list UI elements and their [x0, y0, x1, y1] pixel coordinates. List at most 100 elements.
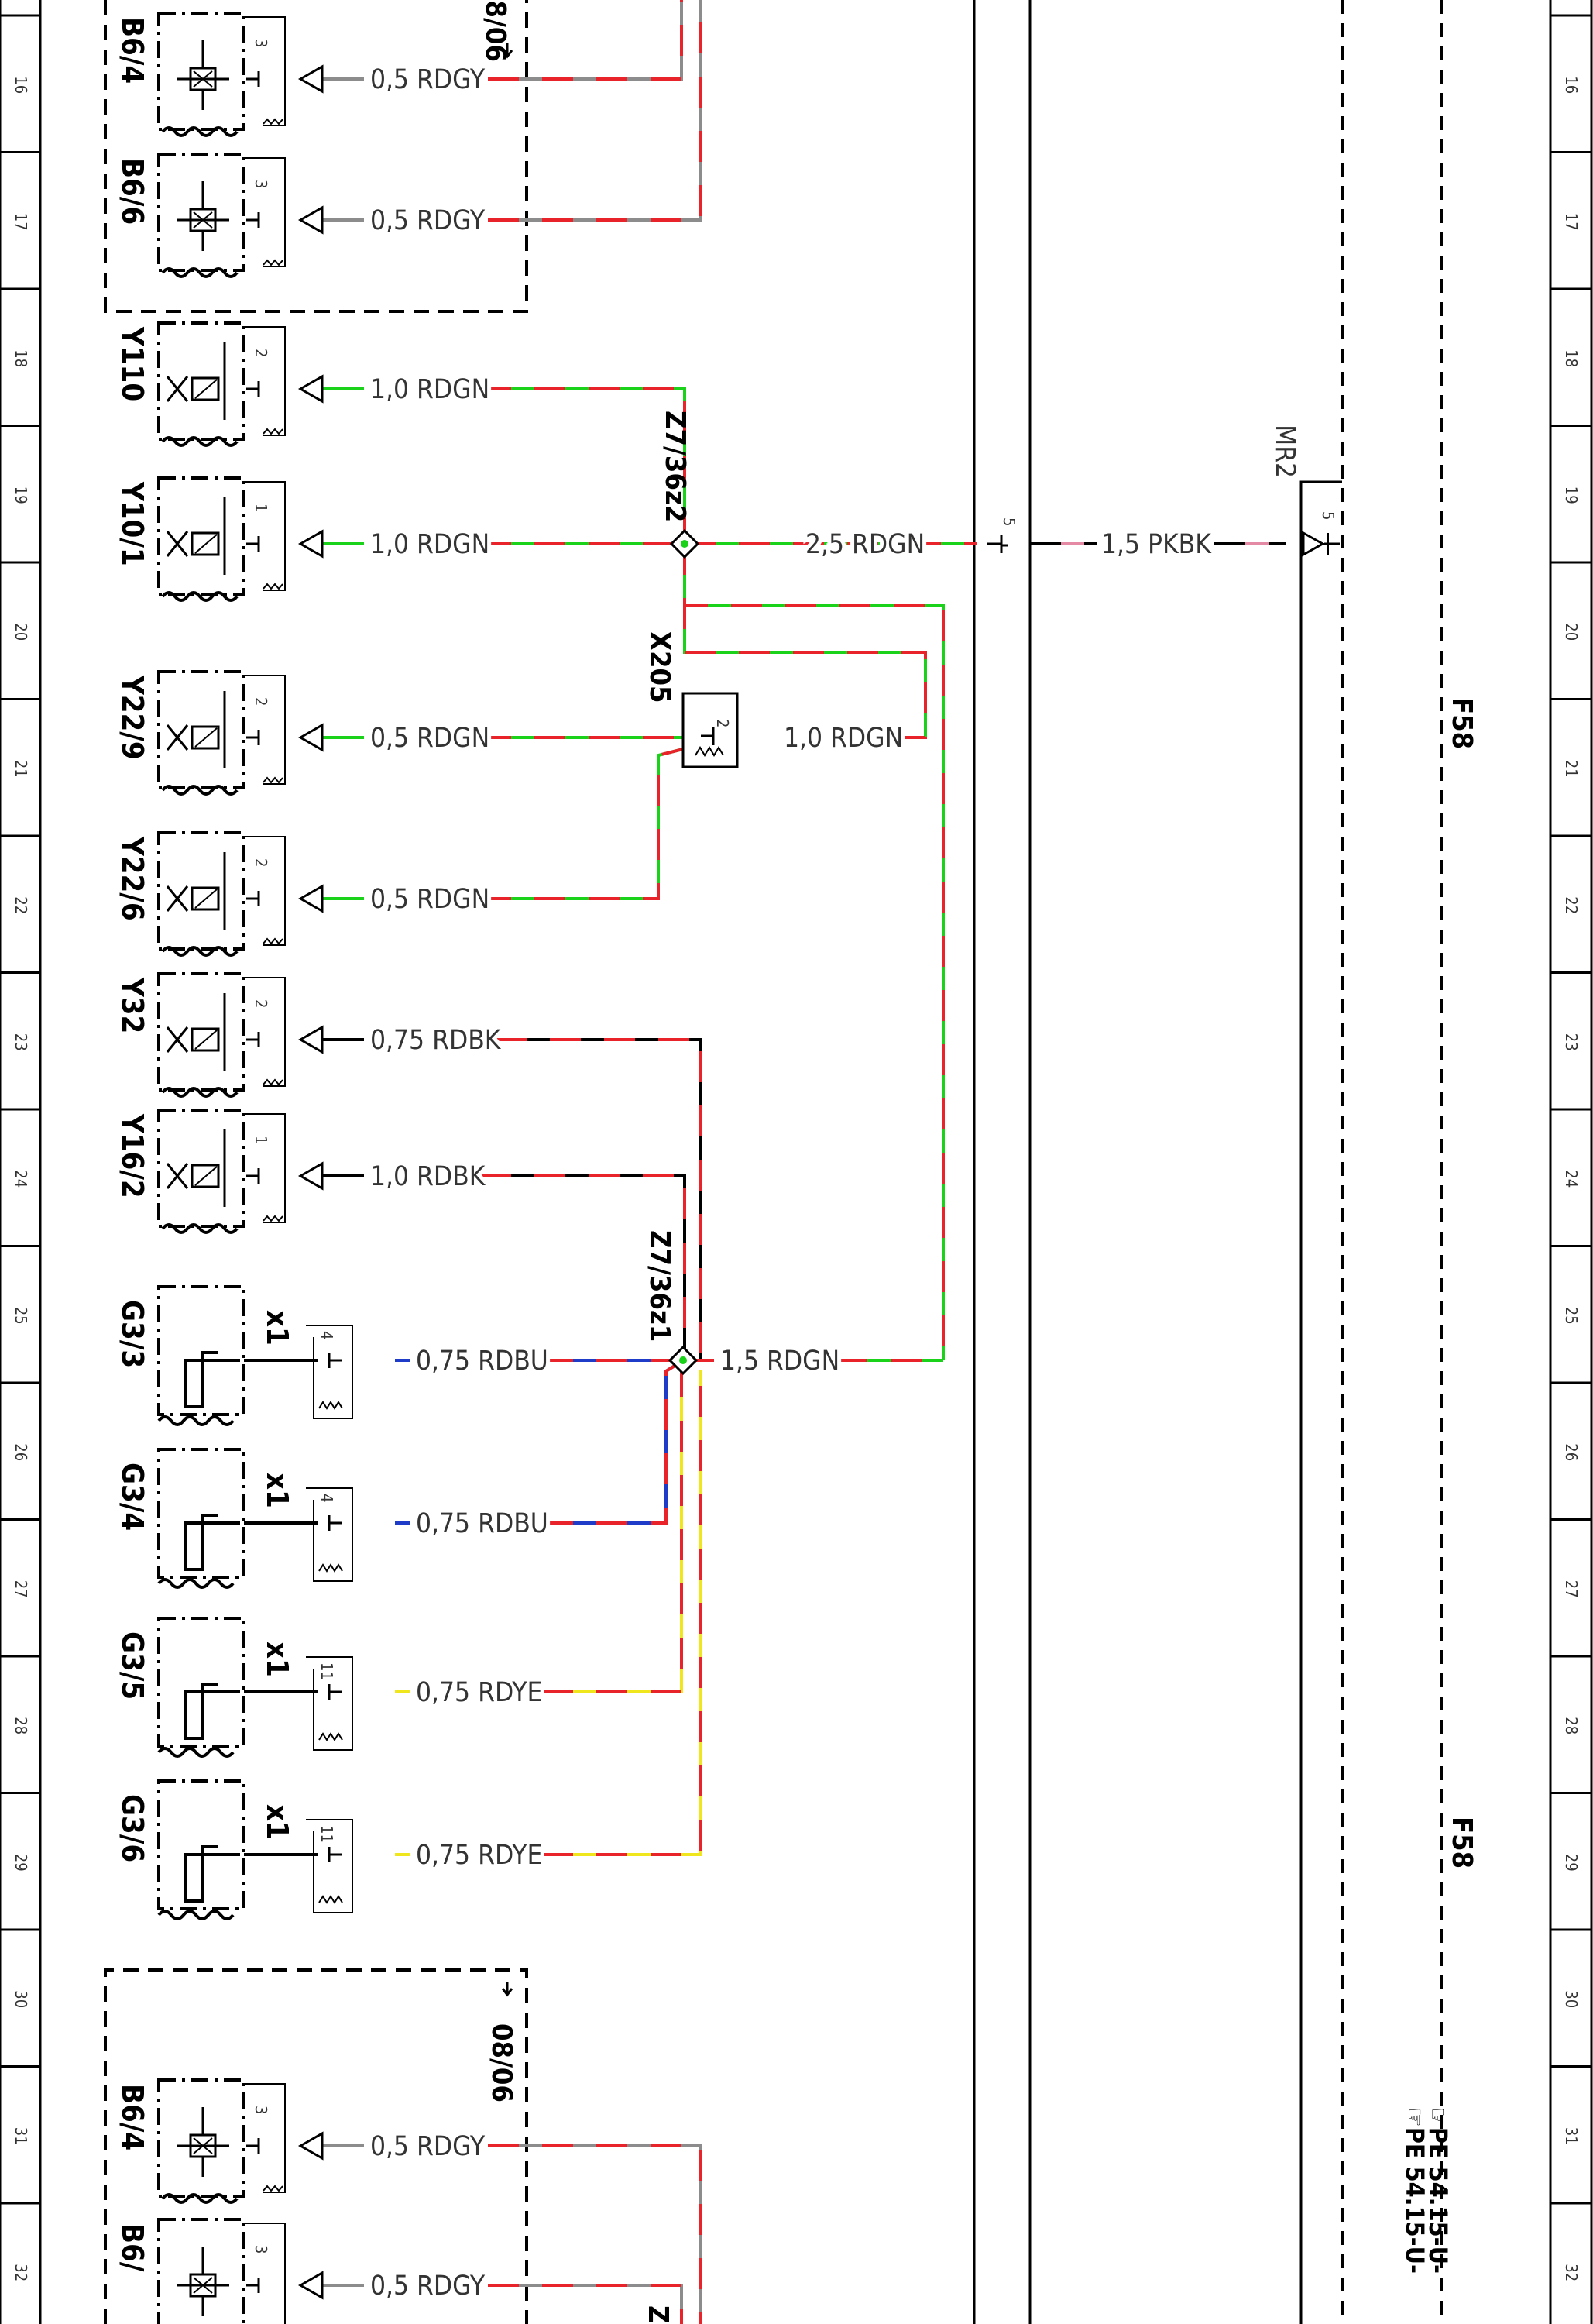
pin-number: 4	[318, 1331, 336, 1339]
pin-number: 2	[252, 999, 270, 1008]
rail-pin-5: 5	[1000, 517, 1018, 526]
pin-number: 4	[318, 1494, 336, 1502]
ref-top: 08/06	[479, 0, 511, 62]
component-label: Y10/1	[115, 481, 149, 566]
ruler-number-left: 25	[12, 1307, 30, 1325]
splice-z7-36z1	[668, 1345, 699, 1376]
x1-label: x1	[260, 1473, 294, 1508]
ruler-number-left: 26	[12, 1443, 30, 1461]
wire-g3-4	[542, 1362, 680, 1525]
ruler-number-right: 26	[1562, 1443, 1581, 1461]
x1-label: x1	[260, 1310, 294, 1346]
wire-y22-6	[480, 746, 690, 900]
ruler-number-right: 25	[1562, 1307, 1581, 1325]
f58-label-upper: F58	[1446, 697, 1478, 749]
wire-label-y16-2: 1,0 RDBK	[370, 1161, 486, 1192]
pin-number: 11	[318, 1825, 336, 1843]
mr2-label: MR2	[1269, 425, 1300, 478]
wire-y16-2	[480, 1174, 686, 1360]
mr2-connector: 5 MR2	[1269, 425, 1340, 557]
wire-label-y110: 1,0 RDGN	[370, 374, 489, 405]
wire-b6-4-bottom	[488, 2144, 702, 2324]
wire-label-g3-3: 0,75 RDBU	[416, 1346, 548, 1377]
x1-label: x1	[260, 1642, 294, 1677]
pin-number: 1	[252, 1136, 270, 1144]
pe-reference-2: ☞PE 54.15-U-	[1400, 2107, 1430, 2274]
ruler-number-left: 17	[12, 213, 30, 231]
wire-b6-4-top	[488, 0, 683, 81]
ruler-number-left: 23	[12, 1033, 30, 1051]
pin-number: 2	[252, 349, 270, 357]
wire-label-x205-out: 1,0 RDGN	[784, 723, 903, 754]
ruler-number-left: 18	[12, 349, 30, 367]
ruler-number-left: 22	[12, 896, 30, 914]
component-label: B6/	[115, 2223, 149, 2272]
wire-label-b6-6-top: 0,5 RDGY	[370, 205, 486, 236]
ref-bottom: 08/06	[486, 2023, 517, 2102]
x205-pin: 2	[713, 719, 732, 727]
ruler-number-left: 27	[12, 1580, 30, 1598]
ruler-number-left: 24	[12, 1170, 30, 1188]
wire-g3-6	[542, 1370, 702, 1856]
wire-label-y32: 0,75 RDBK	[370, 1025, 502, 1056]
wire-b6-6-top	[488, 0, 702, 222]
wire-g3-5	[542, 1370, 683, 1693]
wires	[321, 0, 1286, 2324]
pe-reference-1: ☞PE 54.15-U-	[1423, 2107, 1453, 2274]
splice-z7-36z2-label: Z7/36z2	[659, 411, 691, 522]
wire-label-main-2-5: 2,5 RDGN	[805, 529, 925, 560]
wire-label-y22-9: 0,5 RDGN	[370, 723, 489, 754]
ruler-number-left: 21	[12, 760, 30, 778]
x1-label: x1	[260, 1804, 294, 1840]
ruler-number-right: 27	[1562, 1580, 1581, 1598]
mr2-pin: 5	[1319, 511, 1337, 520]
ruler-number-left: 30	[12, 1990, 30, 2008]
pin-number: 3	[252, 180, 270, 188]
ruler-number-left: 16	[12, 76, 30, 94]
ruler-number-right: 21	[1562, 760, 1581, 778]
splice-z7-36z1-label: Z7/36z1	[644, 1230, 675, 1342]
ruler-number-right: 29	[1562, 1854, 1581, 1872]
wire-z2-to-z1-outer	[683, 544, 945, 1360]
ruler-number-right: 28	[1562, 1717, 1581, 1734]
component-label: Y16/2	[115, 1113, 149, 1198]
pin-number: 2	[252, 697, 270, 706]
z-partial-label: Z	[642, 2305, 674, 2323]
component-g3-3: x1 G3/3 4	[115, 1285, 353, 1426]
wire-y110	[480, 387, 686, 544]
wire-label-g3-5: 0,75 RDYE	[416, 1677, 542, 1708]
ruler-number-left: 32	[12, 2264, 30, 2281]
component-label: Y32	[115, 977, 149, 1033]
f58-label-lower: F58	[1446, 1817, 1478, 1868]
component-label: Y110	[115, 326, 149, 401]
component-label: B6/6	[115, 158, 149, 225]
pin-number: 1	[252, 504, 270, 512]
pin-number: 11	[318, 1662, 336, 1680]
x205-connector: 2	[681, 692, 739, 768]
ruler-number-right: 16	[1562, 76, 1581, 94]
splice-z7-36z2	[669, 528, 700, 559]
component-label: G3/3	[115, 1300, 149, 1368]
pin-number: 3	[252, 2245, 270, 2254]
wire-label-y22-6: 0,5 RDGN	[370, 884, 489, 915]
component-b6-6-top: B6/6 3	[115, 153, 324, 278]
wire-label-b6-4-bottom: 0,5 RDGY	[370, 2131, 486, 2162]
wire-label-g3-6: 0,75 RDYE	[416, 1840, 542, 1871]
ruler-number-right: 18	[1562, 349, 1581, 367]
wire-y32	[496, 1038, 702, 1360]
component-label: G3/5	[115, 1631, 149, 1700]
x205-label: X205	[644, 631, 675, 703]
component-y16-2: Y16/2 1	[115, 1109, 324, 1234]
ruler-number-right: 30	[1562, 1990, 1581, 2008]
component-label: B6/4	[115, 2084, 149, 2150]
pin-number: 3	[252, 39, 270, 47]
